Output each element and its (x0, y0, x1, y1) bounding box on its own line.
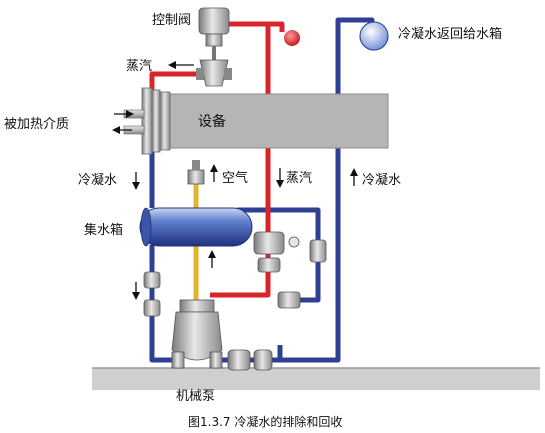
steam-trap-assembly (253, 231, 327, 309)
collector-tank (139, 207, 253, 247)
label-control-valve: 控制阀 (152, 13, 191, 28)
label-heated-medium: 被加热介质 (4, 117, 69, 132)
return-tank-bulb (359, 21, 389, 51)
equipment-body (123, 87, 389, 155)
steam-pressure-bulb (284, 30, 300, 46)
label-steam-top: 蒸汽 (126, 59, 152, 74)
label-condensate-return: 冷凝水返回给水箱 (398, 26, 502, 42)
floor (92, 367, 540, 390)
figure-caption: 图1.3.7 冷凝水的排除和回收 (188, 414, 342, 429)
label-mechanical-pump: 机械泵 (176, 389, 215, 404)
label-equipment: 设备 (198, 113, 226, 130)
control-valve (196, 7, 232, 87)
flow-arrows (112, 61, 358, 300)
air-vent-valve (187, 160, 205, 185)
mechanical-pump (171, 299, 223, 369)
label-air: 空气 (222, 170, 248, 186)
inlet-check-valves (143, 271, 161, 317)
label-collector-tank: 集水箱 (84, 222, 123, 238)
label-steam-mid: 蒸汽 (286, 171, 312, 186)
label-condensate-right: 冷凝水 (362, 172, 401, 188)
label-condensate-left: 冷凝水 (78, 172, 117, 188)
pump-outlet-check-valves (227, 349, 273, 371)
